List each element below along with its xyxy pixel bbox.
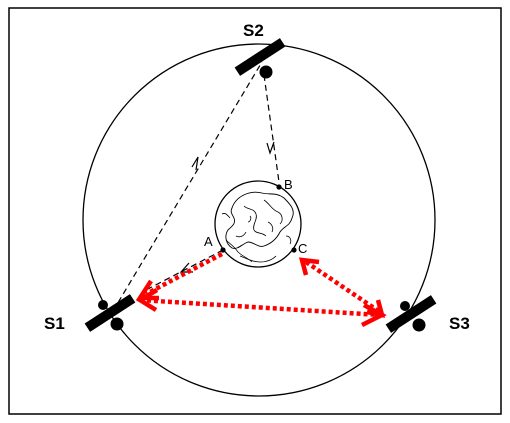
ground-point-c-label: C [298, 241, 307, 256]
orbit-circle [82, 43, 436, 397]
link-s1-s2 [112, 61, 263, 312]
satellite-s1-label: S1 [44, 314, 65, 333]
arrow-s2-to-b [266, 141, 275, 155]
satellite-s2 [234, 38, 286, 79]
satellite-s3-label: S3 [449, 314, 470, 333]
satellite-s3 [385, 295, 437, 333]
ground-point-c [291, 247, 297, 253]
satellite-s1 [84, 294, 136, 332]
earth-globe [214, 180, 302, 268]
link-a-s1 [145, 249, 224, 291]
ground-point-b-label: B [284, 177, 293, 192]
satellite-s2-label: S2 [243, 21, 264, 40]
ground-point-a [220, 247, 226, 253]
arrow-s1-to-s2 [191, 156, 199, 171]
red-link-c-s3 [298, 257, 386, 318]
ground-point-a-label: A [204, 234, 213, 249]
link-s2-b [263, 74, 280, 183]
ground-point-b [276, 184, 282, 190]
